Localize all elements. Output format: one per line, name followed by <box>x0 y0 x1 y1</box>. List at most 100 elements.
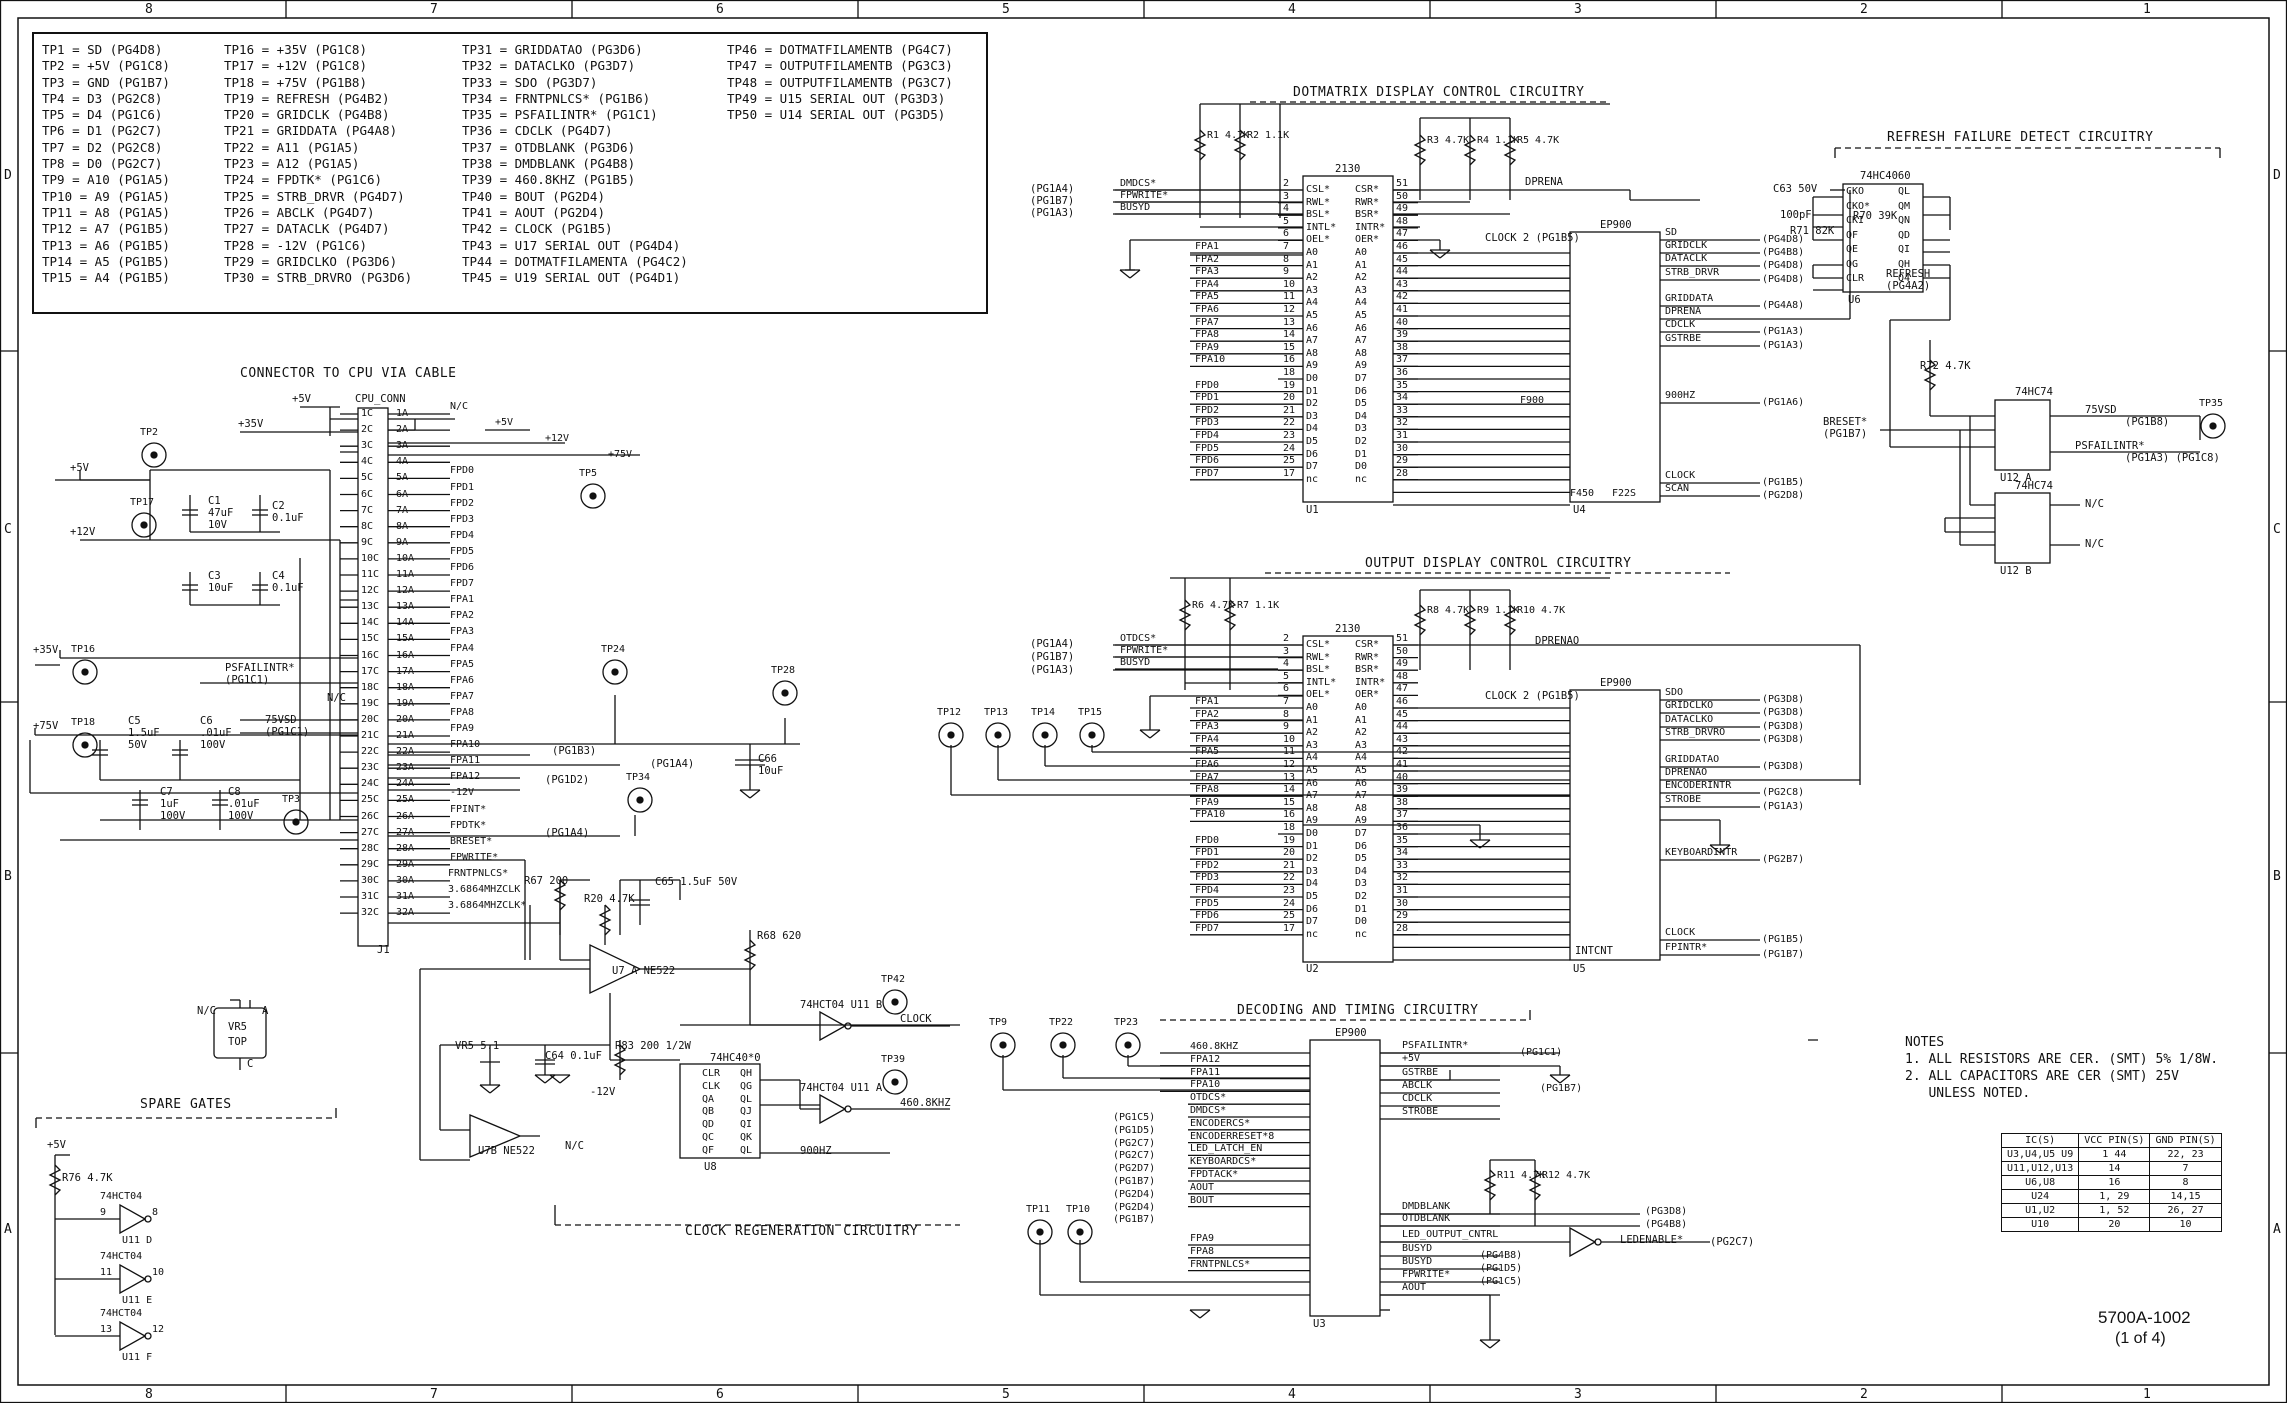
ic-pin-number: 45 <box>1396 708 1409 720</box>
u2-input-signal: FPA5 <box>1195 746 1220 758</box>
u1-input-signal: FPA7 <box>1195 316 1220 328</box>
75vsd-ref: (PG1C1) <box>265 726 310 738</box>
testpoint-entry: TP16 = +35V (PG1C8) <box>224 42 367 57</box>
ic-table-cell: U11,U12,U13 <box>2000 1161 2080 1176</box>
u3-input-signal: FPA12 <box>1190 1053 1221 1065</box>
u5-output: CLOCK <box>1665 927 1696 938</box>
u6-pin-left: CKO* <box>1846 200 1871 212</box>
connector-signal-label: BRESET* <box>450 835 493 847</box>
resistor-symbol <box>613 1044 627 1076</box>
u1-ref-label: (PG1A3) <box>1030 207 1075 219</box>
u2-input-signal: FPA9 <box>1195 796 1220 808</box>
connector-signal-label: FPA8 <box>450 706 475 718</box>
connector-pin-a: 16A <box>396 649 415 661</box>
testpoint-label: TP11 <box>1026 1204 1051 1215</box>
ic-pin-name: D7 <box>1355 373 1368 384</box>
testpoint-circle <box>882 1069 908 1095</box>
ic-table-cell: 1, 52 <box>2078 1203 2151 1218</box>
testpoint-entry: TP10 = A9 (PG1A5) <box>42 188 170 204</box>
ic-pin-name: RWR* <box>1355 196 1380 208</box>
u2-part: 2130 <box>1335 623 1361 635</box>
ic-pin-number: 24 <box>1283 442 1296 454</box>
resistor-label: R11 4.7K <box>1497 1170 1546 1181</box>
75vsd-out: 75VSD <box>2085 404 2117 416</box>
ic-pin-name: A8 <box>1355 802 1368 814</box>
ic-pin-number: 48 <box>1396 215 1409 227</box>
u6-pin-right: QM <box>1898 200 1911 212</box>
ic-pin-name: A0 <box>1355 247 1368 258</box>
ic-pin-number: 28 <box>1396 467 1409 479</box>
ic-table-cell: 8 <box>2149 1175 2222 1190</box>
ic-pin-name: A5 <box>1355 310 1368 321</box>
connector-signal-label: FPWRITE* <box>450 851 499 863</box>
connector-signal-label: FPD0 <box>450 465 475 477</box>
u4-output-ref: (PG4B8) <box>1762 247 1805 258</box>
testpoint-entry: TP18 = +75V (PG1B8) <box>224 74 367 90</box>
ic-pin-number: 50 <box>1396 645 1409 657</box>
ic-pin-number: 12 <box>1283 759 1296 770</box>
ic-pin-number: 11 <box>1283 746 1296 758</box>
u1-input-signal: FPD6 <box>1195 455 1220 467</box>
u3-output-ref: (PG3D8) <box>1645 1206 1688 1217</box>
nc-label: N/C <box>565 1140 584 1152</box>
ic-pin-number: 8 <box>1283 253 1290 265</box>
u8-pin-left: QF <box>702 1144 715 1156</box>
u3-output: LED_OUTPUT_CNTRL <box>1402 1229 1499 1240</box>
ic-table-cell: U24 <box>2000 1189 2080 1204</box>
resistor-symbol <box>1483 1169 1497 1201</box>
ic-pin-number: 5 <box>1283 215 1290 227</box>
connector-pin-a: 15A <box>396 633 415 645</box>
u5-output-ref: (PG1B5) <box>1762 934 1805 945</box>
ic-pin-name: D6 <box>1306 903 1319 915</box>
resistor-symbol <box>1413 604 1427 636</box>
u3-input-ref: (PG2D7) <box>1113 1163 1156 1175</box>
testpoint-circle <box>1027 1219 1053 1245</box>
u4-output: DATACLK <box>1665 253 1708 264</box>
connector-pin-a: 27A <box>396 826 415 838</box>
c64-label: C64 0.1uF <box>545 1050 602 1062</box>
u3-input-ref: (PG2D4) <box>1113 1201 1156 1213</box>
u2-input-signal: FPA8 <box>1195 784 1220 796</box>
ic-pin-name: A8 <box>1306 347 1319 359</box>
testpoint-entry: TP28 = -12V (PG1C6) <box>224 237 367 253</box>
u8-pin-left: QC <box>702 1132 715 1143</box>
u4-f-label: F450 <box>1570 488 1595 499</box>
u3-input-signal: FPA9 <box>1190 1233 1215 1244</box>
connector-signal-label: 3.6864MHZCLK* <box>448 900 527 912</box>
ic-table-cell: 26, 27 <box>2149 1203 2222 1218</box>
testpoint-entry: TP3 = GND (PG1B7) <box>42 74 170 90</box>
testpoint-entry: TP13 = A6 (PG1B5) <box>42 237 170 253</box>
psfail-out-ref: (PG1A3) (PG1C8) <box>2125 452 2220 464</box>
ic-pin-number: 40 <box>1396 771 1409 783</box>
connector-signal-label: FPD4 <box>450 529 475 541</box>
zone-col-3-top: 3 <box>1574 2 1582 17</box>
connector-pin-a: 11A <box>396 569 415 580</box>
ic-pin-number: 8 <box>1283 708 1290 720</box>
spare-gate-output-pin: 8 <box>152 1207 159 1218</box>
zone-row-b-right: B <box>2273 869 2281 884</box>
testpoint-entry: TP27 = DATACLK (PG4D7) <box>224 221 390 237</box>
testpoint-entry: TP6 = D1 (PG2C7) <box>42 123 163 139</box>
u3-output: BUSYD <box>1402 1243 1433 1254</box>
ic-pin-number: 39 <box>1396 329 1409 341</box>
u2-input-signal: FPWRITE* <box>1120 645 1169 656</box>
connector-pin-c: 26C <box>361 810 380 822</box>
u3-output-ref: (PG1D5) <box>1480 1263 1523 1274</box>
u3-input-signal: AOUT <box>1190 1181 1215 1193</box>
ic-pin-number: 10 <box>1283 278 1296 290</box>
u3-input-ref: (PG2D4) <box>1113 1188 1156 1200</box>
ic-pin-name: D3 <box>1306 410 1319 422</box>
u7a-label: U7 A NE522 <box>612 965 676 977</box>
refresh-label: REFRESH <box>1886 268 1931 280</box>
u3-output: AOUT <box>1402 1282 1427 1293</box>
ic-pin-number: 45 <box>1396 253 1409 265</box>
ic-pin-number: 31 <box>1396 430 1409 441</box>
u5-output: STROBE <box>1665 794 1702 805</box>
connector-signal-label: +5V <box>495 417 514 429</box>
connector-signal-label: FPA2 <box>450 610 475 622</box>
u3-input-ref: (PG1D5) <box>1113 1124 1156 1136</box>
testpoint-column-2: TP16 = +35V (PG1C8)TP17 = +12V (PG1C8)TP… <box>224 42 412 286</box>
